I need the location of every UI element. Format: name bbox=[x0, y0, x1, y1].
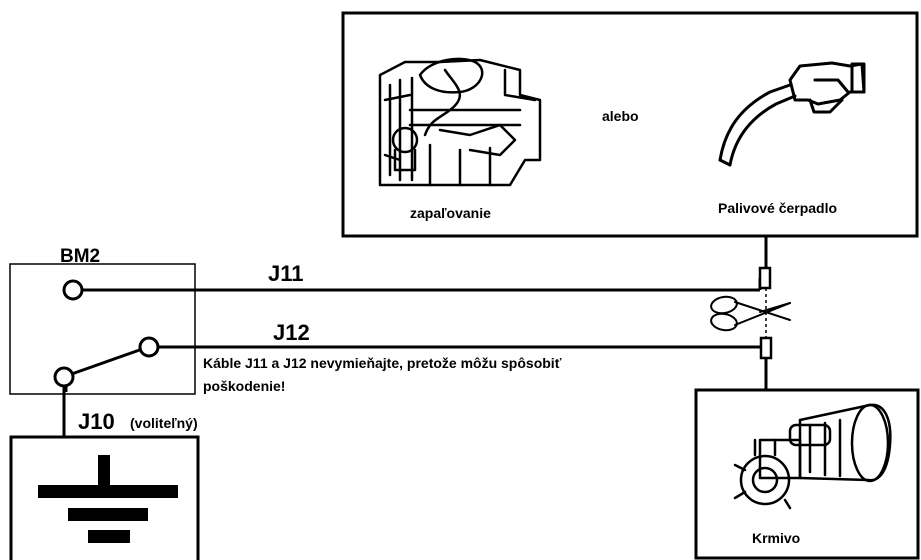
warning-line-2: poškodenie! bbox=[203, 378, 285, 394]
wire-j12-label: J12 bbox=[273, 320, 310, 345]
ignition-label: zapaľovanie bbox=[410, 205, 491, 221]
module-name: BM2 bbox=[60, 246, 100, 267]
wire-j10-note: (voliteľný) bbox=[130, 415, 198, 431]
ground-box bbox=[9, 435, 200, 560]
switch-lever bbox=[64, 345, 149, 392]
bm2-module: BM2 bbox=[9, 246, 196, 395]
terminal-j10 bbox=[53, 366, 75, 388]
starter-motor-icon bbox=[733, 403, 892, 510]
wire-j11 bbox=[83, 278, 762, 292]
scissors-icon bbox=[710, 295, 791, 332]
fuel-nozzle-icon bbox=[718, 61, 866, 167]
wire-j10-label: J10 bbox=[78, 409, 115, 434]
or-label: alebo bbox=[602, 108, 639, 124]
connector-j12 bbox=[759, 336, 773, 360]
terminal-j11 bbox=[62, 279, 84, 301]
engine-icon bbox=[378, 57, 542, 187]
device-box-top: zapaľovanie alebo Palivové čerpadlo bbox=[341, 11, 919, 238]
wire-j11-label: J11 bbox=[268, 261, 304, 286]
ground-icon bbox=[38, 455, 178, 543]
device-box-bottom: Krmivo bbox=[694, 388, 920, 560]
starter-label: Krmivo bbox=[752, 530, 800, 546]
connector-j11 bbox=[758, 266, 772, 290]
wire-j12 bbox=[158, 340, 764, 349]
warning-line-1: Káble J11 a J12 nevymieňajte, pretože mô… bbox=[203, 355, 562, 371]
fuel-pump-label: Palivové čerpadlo bbox=[718, 200, 837, 216]
terminal-j12 bbox=[138, 336, 160, 358]
